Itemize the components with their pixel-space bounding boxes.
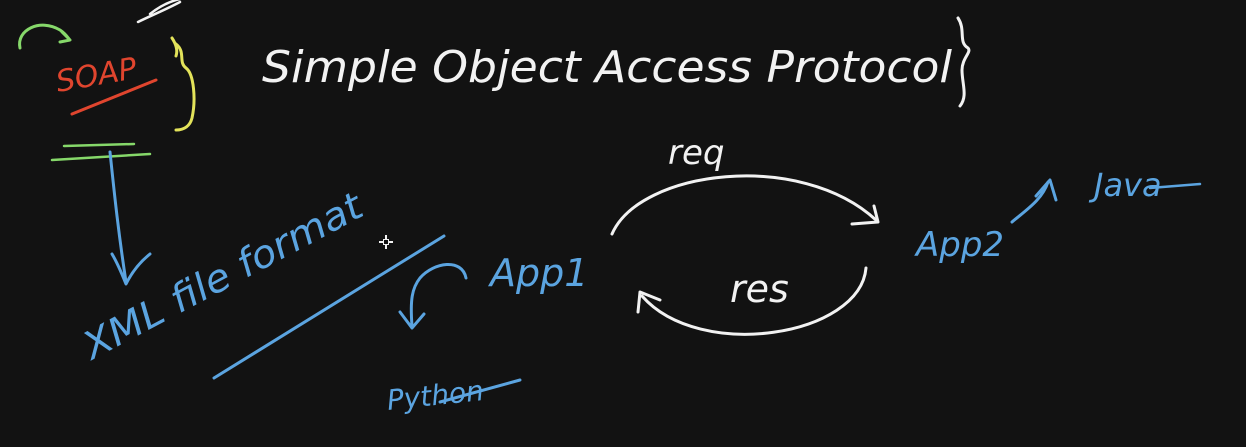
green-underline-2 <box>50 152 152 162</box>
java-up-arrow <box>1010 178 1058 224</box>
java-underline <box>1148 182 1202 190</box>
white-closing-brace <box>956 16 971 108</box>
res-arrow-head <box>636 290 662 314</box>
app1-curl-arrow <box>398 263 468 330</box>
app2-label: App2 <box>914 225 1004 265</box>
xml-format-underline <box>212 234 446 380</box>
xml-file-format-text: XML file format <box>74 183 372 369</box>
res-arrow-arc <box>640 266 868 336</box>
java-label: Java <box>1088 166 1162 204</box>
req-label: req <box>668 133 724 173</box>
top-scribble <box>136 0 182 24</box>
blue-down-arrow <box>108 150 152 286</box>
soap-expansion-text: Simple Object Access Protocol <box>262 42 953 93</box>
green-curl-arrow <box>18 23 72 50</box>
req-arrow-arc <box>610 174 878 236</box>
app1-label: App1 <box>487 251 588 295</box>
yellow-brace-top <box>170 36 179 58</box>
python-underline <box>438 378 522 404</box>
res-label: res <box>730 267 789 311</box>
python-label: Python <box>385 374 485 417</box>
soap-underline <box>70 78 158 116</box>
yellow-brace <box>174 42 196 132</box>
crosshair-cursor-icon <box>379 235 393 249</box>
req-arrow-head <box>850 204 880 226</box>
green-underline-1 <box>62 142 136 148</box>
